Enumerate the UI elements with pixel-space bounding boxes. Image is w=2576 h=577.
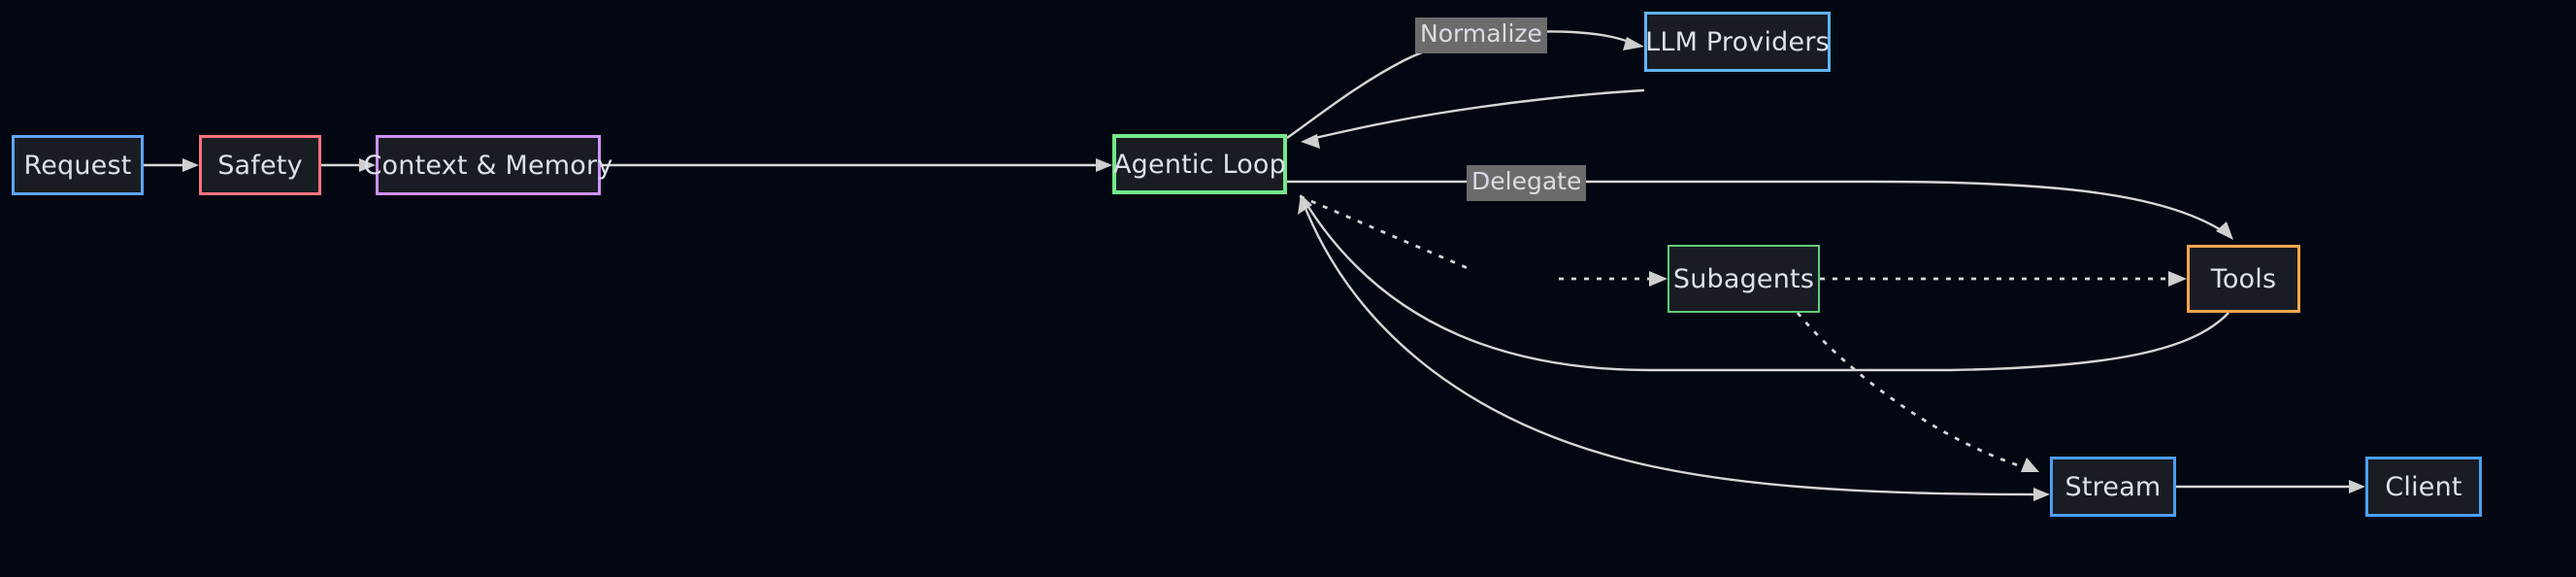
node-subagents[interactable]: Subagents — [1668, 245, 1820, 313]
edge-loop-to-tools — [1287, 180, 2233, 240]
edge-llm-to-loop — [1301, 88, 1645, 149]
edge-request-to-safety — [144, 158, 199, 172]
node-subagents-label: Subagents — [1672, 263, 1815, 294]
node-stream[interactable]: Stream — [2050, 457, 2176, 517]
node-tools-label: Tools — [2210, 263, 2277, 294]
edge-stream-to-client — [2176, 480, 2365, 493]
edge-label-normalize-text: Normalize — [1420, 19, 1542, 48]
node-llm-providers-label: LLM Providers — [1645, 26, 1830, 57]
edge-subagents-to-tools — [1820, 271, 2187, 287]
edge-context-to-loop — [601, 158, 1112, 172]
edge-loop-to-subagents — [1299, 194, 1668, 287]
node-agentic-loop[interactable]: Agentic Loop — [1112, 134, 1287, 194]
node-client-label: Client — [2385, 471, 2462, 502]
edge-label-delegate: Delegate — [1467, 165, 1587, 201]
node-context-memory[interactable]: Context & Memory — [364, 135, 612, 195]
edge-safety-to-context — [321, 158, 376, 172]
node-request[interactable]: Request — [12, 135, 144, 195]
edge-label-delegate-text: Delegate — [1471, 167, 1582, 195]
node-request-label: Request — [23, 150, 132, 181]
edge-label-normalize: Normalize — [1415, 17, 1547, 53]
node-stream-label: Stream — [2064, 471, 2162, 502]
node-agentic-loop-label: Agentic Loop — [1113, 149, 1286, 180]
node-client[interactable]: Client — [2365, 457, 2482, 517]
edge-subagents-to-stream — [1796, 312, 2039, 472]
node-safety[interactable]: Safety — [199, 135, 321, 195]
node-llm-providers[interactable]: LLM Providers — [1644, 12, 1831, 72]
node-safety-label: Safety — [217, 150, 303, 181]
node-tools[interactable]: Tools — [2187, 245, 2300, 313]
node-context-memory-label: Context & Memory — [363, 150, 613, 181]
